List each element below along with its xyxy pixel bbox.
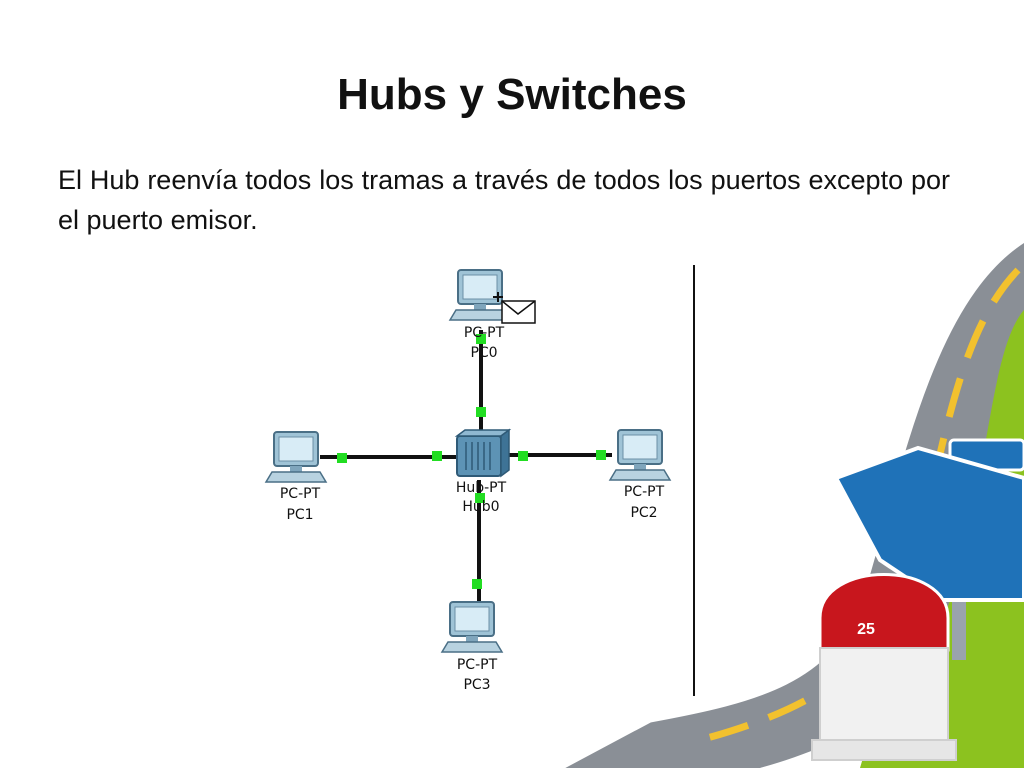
pc0-type-label: PC-PT xyxy=(464,325,505,341)
pc2-name-label: PC2 xyxy=(630,505,657,521)
link-lights xyxy=(337,334,606,589)
hub-type-label: Hub-PT xyxy=(456,480,507,496)
pc2-computer-icon[interactable] xyxy=(609,429,671,481)
hub-name-label: Hub0 xyxy=(462,499,499,515)
envelope-icon xyxy=(493,292,536,324)
link-light xyxy=(472,579,482,589)
hub-icon[interactable] xyxy=(454,428,512,478)
pc3-name-label: PC3 xyxy=(463,677,490,693)
link-light xyxy=(476,334,486,344)
slide-title: Hubs y Switches xyxy=(337,70,687,119)
link-light xyxy=(518,451,528,461)
pc3-type-label: PC-PT xyxy=(457,657,498,673)
link-light xyxy=(337,453,347,463)
page-number: 25 xyxy=(857,621,875,638)
pc2-type-label: PC-PT xyxy=(624,484,665,500)
milestone: 25 xyxy=(811,573,957,761)
link-light xyxy=(596,450,606,460)
arrow-sign xyxy=(833,445,1024,602)
pc1-computer-icon[interactable] xyxy=(265,431,327,483)
pc0-name-label: PC0 xyxy=(470,345,497,361)
slide-body-text: El Hub reenvía todos los tramas a través… xyxy=(58,165,950,235)
pc0-computer-icon[interactable] xyxy=(449,269,511,321)
link-light xyxy=(475,493,485,503)
pc1-name-label: PC1 xyxy=(286,507,313,523)
pc3-computer-icon[interactable] xyxy=(441,601,503,653)
link-light xyxy=(476,407,486,417)
pc1-type-label: PC-PT xyxy=(280,486,321,502)
link-light xyxy=(432,451,442,461)
